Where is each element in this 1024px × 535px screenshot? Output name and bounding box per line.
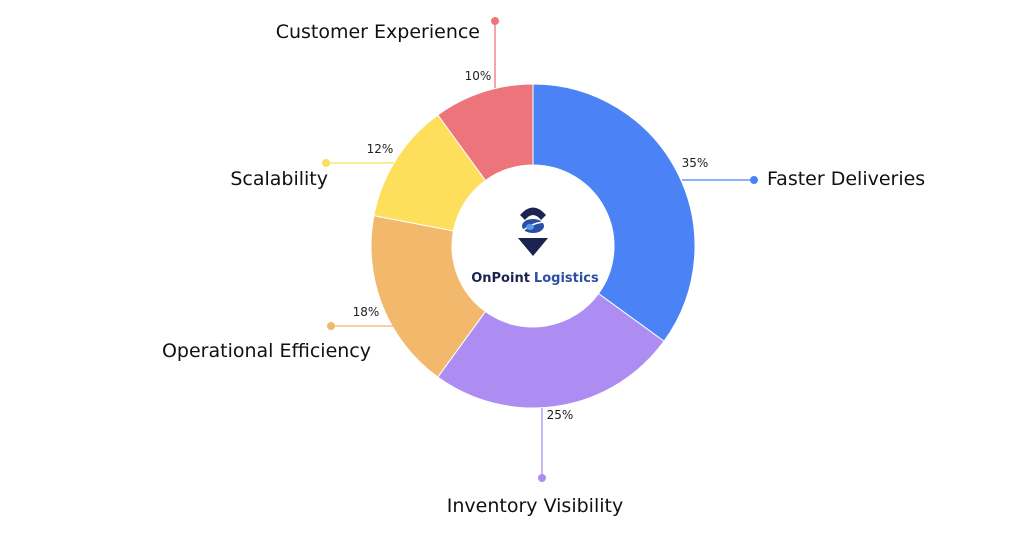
- center-logo: OnPoint Logistics: [471, 207, 599, 286]
- value-label-operational-efficiency: 18%: [353, 305, 380, 319]
- leader-dot-faster-deliveries: [750, 176, 758, 184]
- leader-dot-scalability: [322, 159, 330, 167]
- leader-dot-customer-experience: [491, 17, 499, 25]
- slice-operational-efficiency: [370, 215, 487, 378]
- brand-name-part1: OnPoint: [471, 271, 530, 286]
- category-label-faster-deliveries: Faster Deliveries: [767, 168, 925, 190]
- chart-labels: 35% Faster Deliveries 25% Inventory Visibil…: [162, 21, 925, 517]
- donut-slices: [370, 83, 696, 409]
- logo-mark: [518, 207, 548, 256]
- value-label-scalability: 12%: [367, 142, 394, 156]
- value-label-faster-deliveries: 35%: [682, 156, 709, 170]
- leader-dot-inventory-visibility: [538, 474, 546, 482]
- slice-faster-deliveries: [532, 83, 696, 342]
- slice-inventory-visibility: [437, 292, 665, 409]
- category-label-customer-experience: Customer Experience: [276, 21, 480, 43]
- category-label-inventory-visibility: Inventory Visibility: [447, 495, 623, 517]
- value-label-customer-experience: 10%: [465, 69, 492, 83]
- value-label-inventory-visibility: 25%: [547, 408, 574, 422]
- leader-dot-operational-efficiency: [327, 322, 335, 330]
- leader-lines: [322, 17, 758, 482]
- category-label-operational-efficiency: Operational Efficiency: [162, 340, 371, 362]
- slice-customer-experience: [437, 83, 534, 182]
- brand-name-part2: Logistics: [534, 271, 599, 286]
- logo-wordmark: OnPoint Logistics: [471, 271, 599, 286]
- category-label-scalability: Scalability: [230, 168, 328, 190]
